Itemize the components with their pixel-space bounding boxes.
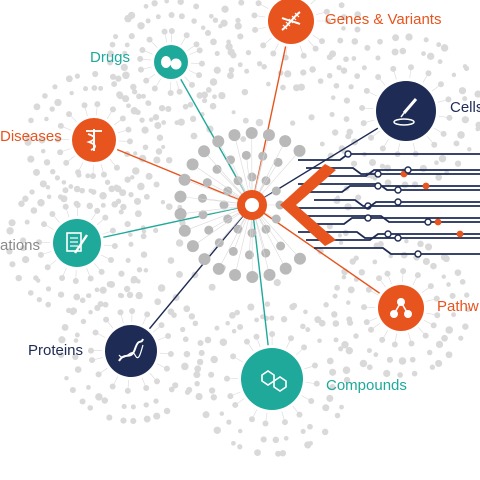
node-pathways [375,282,427,334]
chevron-left-icon [280,164,336,246]
spoke-proteins [130,204,253,352]
node-cells [373,78,439,144]
node-genes [265,0,317,47]
node-drugs [151,42,191,82]
node-label-diseases: Diseases [0,128,62,145]
node-diseases [69,115,119,165]
node-publications [50,216,104,270]
node-label-genes: Genes & Variants [325,11,442,28]
caduceus-icon [86,129,102,151]
node-proteins [102,322,160,380]
network-icon [390,298,412,318]
document-pen-icon [66,232,88,254]
pill-icon [161,56,182,70]
node-label-drugs: Drugs [90,49,131,66]
pipette-icon [393,98,418,126]
spoke-publications [76,204,253,244]
node-label-pathways: Pathw [437,298,479,315]
node-compounds [238,345,306,413]
molecule-icon [261,370,287,392]
node-label-compounds: Compounds [326,377,407,394]
node-label-publications: ations [0,237,41,254]
hub [237,190,267,220]
protein-helix-icon [118,338,144,362]
hub-surrounding-nodes [174,127,306,283]
dna-icon [281,11,301,31]
node-label-cells: Cells [450,99,480,116]
node-label-proteins: Proteins [28,342,84,359]
